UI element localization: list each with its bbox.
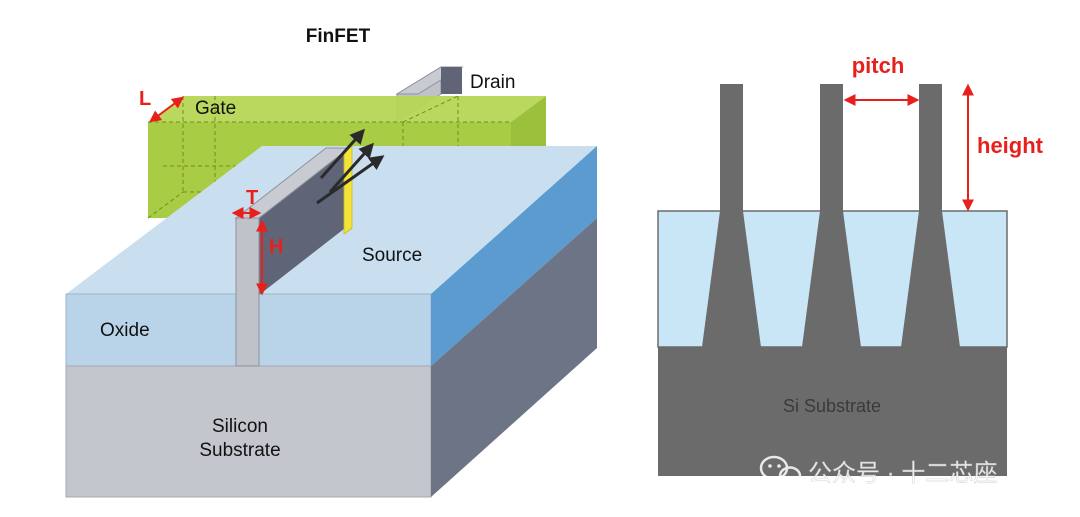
- channel-highlight: [343, 145, 353, 235]
- finfet-title: FinFET: [306, 26, 371, 47]
- pitch-label: pitch: [852, 53, 905, 78]
- gate-top-face: [148, 96, 546, 122]
- finfet-3d-diagram: FinFET Gate Drain Source Oxide Silicon S…: [65, 26, 597, 498]
- thickness-label: T: [246, 187, 258, 209]
- fin-side-face: [259, 148, 349, 295]
- substrate-side-face: [431, 218, 597, 497]
- height-dimension-label: H: [269, 236, 283, 258]
- oxide-side-face: [431, 146, 597, 366]
- oxide-label: Oxide: [100, 320, 150, 341]
- substrate-label-line2: Substrate: [199, 440, 280, 461]
- length-label: L: [139, 88, 151, 110]
- gate-label: Gate: [195, 98, 236, 119]
- fin-1: [702, 84, 761, 347]
- source-label: Source: [362, 245, 422, 266]
- si-substrate-label: Si Substrate: [783, 396, 881, 416]
- substrate-label-line1: Silicon: [212, 416, 268, 437]
- height-label: height: [977, 133, 1044, 158]
- fin-3: [901, 84, 960, 347]
- current-flow-arrows: [316, 128, 385, 205]
- watermark-text: 公众号 · 十二芯座: [808, 460, 997, 487]
- dimension-l-arrow: [149, 96, 184, 123]
- fin-cross-section-diagram: pitch height Si Substrate: [657, 53, 1044, 476]
- fin-2: [802, 84, 861, 347]
- fin-front-face: [235, 217, 260, 367]
- drain-label: Drain: [470, 72, 515, 93]
- wechat-icon: [759, 455, 802, 486]
- si-substrate: [658, 347, 1007, 476]
- watermark: 公众号 · 十二芯座: [759, 455, 998, 487]
- drain-fin-side: [441, 67, 462, 94]
